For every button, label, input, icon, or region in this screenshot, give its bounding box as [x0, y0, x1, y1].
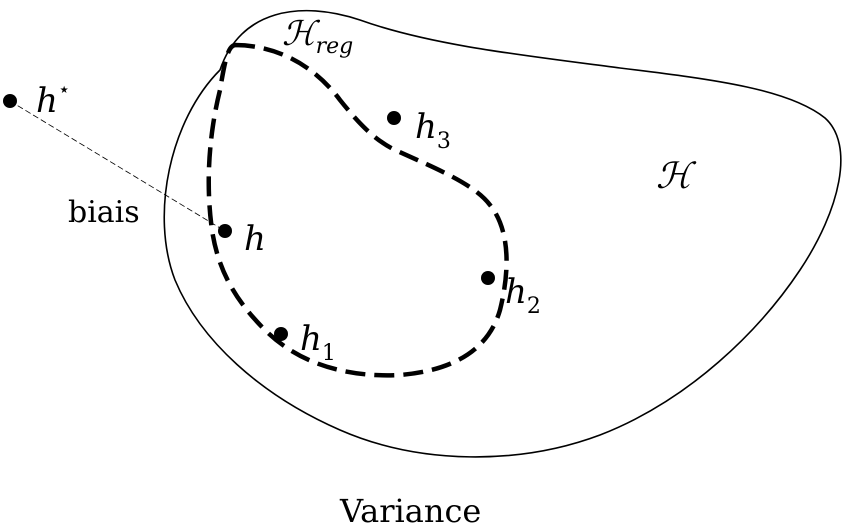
regularized-space-outline	[206, 42, 509, 378]
point-h2	[481, 271, 495, 285]
label-variance: Variance	[339, 492, 481, 527]
label-h3: h3	[415, 107, 451, 154]
point-h	[218, 224, 232, 238]
label-h1: h1	[300, 319, 336, 366]
bias-line	[9, 100, 226, 232]
label-h-set: ℋ	[656, 156, 697, 197]
label-h-star: h⋆	[36, 77, 70, 121]
label-bias: biais	[68, 195, 140, 230]
point-h-star	[3, 94, 17, 108]
hypothesis-space-outline	[163, 9, 842, 458]
label-h-reg: ℋreg	[282, 14, 353, 59]
point-h1	[274, 327, 288, 341]
point-h3	[387, 111, 401, 125]
label-h2: h2	[505, 272, 541, 319]
label-h: h	[244, 219, 266, 259]
